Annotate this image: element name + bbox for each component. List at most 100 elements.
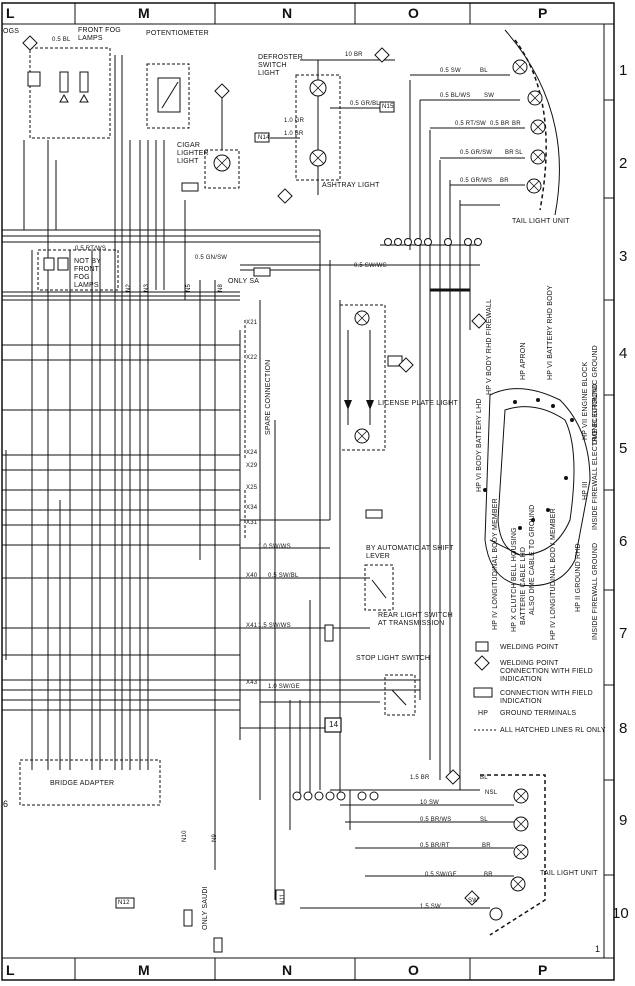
tail-terminal-top: BR (505, 150, 514, 156)
wire-label: 1.0 SW/WS (258, 544, 291, 550)
column-label-p-bottom: P (538, 962, 548, 978)
terminal-label: X22 (246, 355, 258, 361)
wire-label: 0.5 BR/RT (420, 843, 450, 849)
ground-hp-apron: HP APRON (520, 342, 527, 380)
terminal-label: N2 (126, 283, 132, 292)
ground-hp3: HP III (582, 481, 589, 500)
legend-hatched: ALL HATCHED LINES RL ONLY (500, 727, 606, 734)
page-number: 1 (595, 944, 601, 954)
connector-14-label: 14 (329, 720, 339, 729)
terminal-label: X43 (246, 680, 258, 686)
tail-terminal-bottom: SL (480, 817, 488, 823)
ground-hp7: HP VII ENGINE BLOCK (582, 361, 589, 440)
ground-hp8: HP X CLUTCH BELL HOUSING (511, 527, 518, 632)
wire-label: 1.5 SW/WS (258, 623, 291, 629)
label-stop-light-switch: STOP LIGHT SWITCH (356, 655, 431, 662)
ground-hp5: HP V BODY RHD FIREWALL (486, 298, 493, 395)
tail-terminal-bottom: BR (484, 872, 493, 878)
label-ogs: OGS (3, 28, 20, 35)
terminal-label: N9 (212, 833, 218, 842)
label-bridge-adapter: BRIDGE ADAPTER (50, 780, 115, 787)
wire-label: 0.5 BR/WS (420, 817, 452, 823)
ground-hp8b: BATTERIE CABLE LHD (520, 546, 527, 625)
wire-label: 0.5 BR (490, 121, 510, 127)
row-label-5: 5 (619, 440, 628, 457)
label-ashtray: ASHTRAY LIGHT (322, 182, 380, 189)
terminal-label: N12 (118, 900, 130, 906)
tail-terminal-bottom: BR (482, 843, 491, 849)
wire-label: 0.5 GR/BL (350, 101, 380, 107)
ground-hp2: HP II GROUND RHD (575, 543, 582, 612)
row-label-9: 9 (619, 812, 628, 829)
label-spare-connection: SPARE CONNECTION (265, 359, 272, 435)
wire-label: 0.5 GN/SW (195, 255, 228, 261)
terminal-label: X29 (246, 463, 258, 469)
row-label-10: 10 (612, 905, 629, 922)
legend-hp: HP (478, 710, 489, 717)
wire-label: 0.5 BL (52, 37, 71, 43)
legend-ground-terminals: GROUND TERMINALS (500, 710, 577, 717)
wire-label: 1.5 SW (420, 904, 441, 910)
ground-hp6: HP VI BATTERY RHD BODY (547, 285, 554, 380)
column-label-p: P (538, 5, 548, 21)
row-label-3: 3 (619, 248, 628, 265)
label-license-plate: LICENSE PLATE LIGHT (378, 400, 458, 407)
legend-welding-connection: WELDING POINT CONNECTION WITH FIELD INDI… (500, 660, 593, 683)
terminal-label: N3 (144, 283, 150, 292)
label-cigar-lighter: CIGAR LIGHTER LIGHT (177, 142, 209, 165)
terminal-label: N14 (258, 135, 270, 141)
column-label-l: L (6, 5, 15, 21)
wire-label: 0.5 BL/WS (440, 93, 471, 99)
terminal-label: N5 (186, 283, 192, 292)
wire-label: 0.5 SW/BL (268, 573, 299, 579)
ground-hp9: HP IV LONGITUDINAL BODY MEMBER (550, 508, 557, 640)
wire-label: 0.5 GR/SW (460, 150, 493, 156)
wire-label: 0.5 RT/WS (75, 246, 107, 252)
ground-hp-vi-body: HP VI BODY BATTERY LHD (476, 398, 483, 492)
terminal-label: X34 (246, 505, 258, 511)
terminal-label: X31 (246, 520, 258, 526)
ground-hp3b: INSIDE FIREWALL ELECTRONIC GROUND (592, 383, 599, 531)
column-label-o: O (408, 5, 419, 21)
wire-label: 0.5 RT/SW (455, 121, 487, 127)
row-label-8: 8 (619, 720, 628, 737)
terminal-label: N15 (382, 104, 394, 110)
wire-label: 1.5 BR (410, 775, 430, 781)
tail-terminal-top: SW (484, 93, 495, 99)
row-label-1: 1 (619, 62, 628, 79)
row-label-4: 4 (619, 345, 628, 362)
label-automatic: BY AUTOMATIC AT SHIFT LEVER (366, 545, 454, 560)
terminal-label: N11 (280, 893, 286, 905)
label-tail-light-bottom: TAIL LIGHT UNIT (540, 870, 598, 877)
ground-hp2b: INSIDE FIREWALL GROUND (592, 542, 599, 640)
wire-label: 0.5 SW/WS (354, 263, 387, 269)
wire-label: 1.0 GR (284, 118, 305, 124)
row-label-7: 7 (619, 625, 628, 642)
label-only-sa: ONLY SA (228, 278, 260, 285)
legend-connection-field: CONNECTION WITH FIELD INDICATION (500, 690, 593, 705)
wire-label: 0.5 SW (440, 68, 461, 74)
tail-terminal-bottom: SW (468, 898, 479, 904)
column-label-n-bottom: N (282, 962, 293, 978)
tail-terminal-top: BR (512, 121, 521, 127)
terminal-label: X21 (246, 320, 258, 326)
row-label-6: 6 (619, 533, 628, 550)
label-only-saudi: ONLY SAUDI (202, 886, 209, 930)
wire-label: 10 BR (345, 52, 363, 58)
wire-label: 0.5 SW/GE (425, 872, 457, 878)
wire-label: 10 SW (420, 800, 440, 806)
terminal-label: X41 (246, 623, 258, 629)
legend-welding-point: WELDING POINT (500, 644, 559, 651)
column-label-n: N (282, 5, 293, 21)
label-row6-left: 6 (3, 799, 9, 809)
terminal-label: N8 (218, 283, 224, 292)
column-label-l-bottom: L (6, 962, 15, 978)
column-label-m-bottom: M (138, 962, 150, 978)
terminal-label: X40 (246, 573, 258, 579)
column-label-o-bottom: O (408, 962, 419, 978)
terminal-label: N10 (182, 830, 188, 842)
label-potentiometer: POTENTIOMETER (146, 30, 209, 37)
tail-terminal-top: BL (480, 68, 488, 74)
wire-label: 1.0 SW/GE (268, 684, 300, 690)
